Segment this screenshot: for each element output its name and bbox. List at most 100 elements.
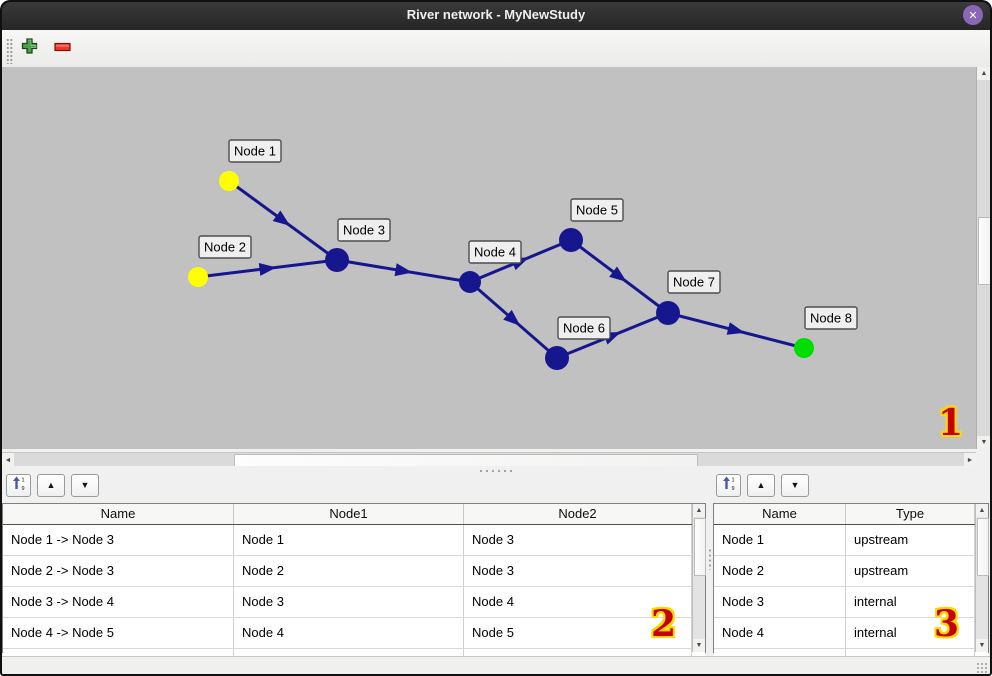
column-header-node2[interactable]: Node2 (464, 504, 692, 524)
column-header-name[interactable]: Name (3, 504, 234, 524)
node-circle[interactable] (545, 346, 569, 370)
table-row[interactable]: Node 4 internal (714, 618, 988, 649)
table-row[interactable]: Node 2 -> Node 3 Node 2 Node 3 (3, 556, 705, 587)
nodes-move-up-button[interactable]: ▲ (747, 474, 775, 497)
links-move-up-button[interactable]: ▲ (37, 474, 65, 497)
table-row[interactable]: Node 3 internal (714, 587, 988, 618)
node-circle[interactable] (794, 338, 814, 358)
cell-node2[interactable]: Node 5 (464, 618, 692, 648)
nodes-sort-button[interactable]: 1 9 (716, 474, 741, 497)
table-scroll-thumb[interactable] (977, 518, 989, 576)
canvas-vertical-scrollbar[interactable]: ▲ ▼ (976, 67, 991, 449)
cell-name[interactable]: Node 4 -> Node 5 (3, 618, 234, 648)
flow-arrow-icon (503, 309, 521, 326)
minus-icon (53, 39, 71, 57)
node-label-box[interactable] (804, 306, 858, 330)
links-table-header: Name Node1 Node2 (3, 504, 705, 525)
cell-node1[interactable]: Node 2 (234, 556, 464, 586)
table-row[interactable]: Node 3 -> Node 4 Node 3 Node 4 (3, 587, 705, 618)
cell-type[interactable]: internal (846, 587, 975, 617)
cell-node1[interactable]: Node 4 (234, 618, 464, 648)
node-label-box[interactable] (198, 235, 252, 259)
node-label-box[interactable] (667, 270, 721, 294)
links-table-scrollbar[interactable]: ▲ ▼ (692, 504, 706, 652)
cell-node2[interactable]: Node 4 (464, 587, 692, 617)
scroll-down-arrow[interactable]: ▼ (693, 639, 705, 652)
table-row[interactable]: Node 1 upstream (714, 525, 988, 556)
horizontal-splitter[interactable] (0, 466, 992, 474)
nodes-table-scrollbar[interactable]: ▲ ▼ (975, 504, 989, 652)
node-circle[interactable] (656, 301, 680, 325)
scroll-right-arrow[interactable]: ► (964, 453, 976, 467)
scroll-up-arrow[interactable]: ▲ (976, 504, 988, 517)
sort-ascending-icon: 1 9 (722, 476, 736, 496)
node-label-box[interactable] (570, 198, 624, 222)
scroll-down-arrow[interactable]: ▼ (976, 639, 988, 652)
cell-node1[interactable]: Node 3 (234, 587, 464, 617)
canvas-horizontal-scrollbar[interactable]: ◄ ► (2, 452, 976, 467)
scroll-left-arrow[interactable]: ◄ (2, 453, 14, 467)
node-circle[interactable] (559, 228, 583, 252)
scroll-up-arrow[interactable]: ▲ (977, 67, 991, 80)
node-circle[interactable] (219, 171, 239, 191)
cell-node1[interactable]: Node 1 (234, 525, 464, 555)
node-label: Node 7 (673, 275, 715, 290)
plus-icon (21, 37, 38, 59)
node-label: Node 1 (234, 144, 276, 159)
node-label: Node 3 (343, 223, 385, 238)
title-bar[interactable]: River network - MyNewStudy ✕ (0, 0, 992, 30)
column-header-name[interactable]: Name (714, 504, 846, 524)
main-toolbar (0, 30, 992, 68)
status-bar (0, 656, 992, 676)
svg-text:1: 1 (731, 477, 734, 483)
svg-text:1: 1 (21, 477, 24, 483)
down-triangle-icon: ▼ (790, 480, 800, 490)
node-label-box[interactable] (337, 218, 391, 242)
table-row[interactable]: Node 2 upstream (714, 556, 988, 587)
resize-grip-icon[interactable] (976, 662, 988, 674)
table-row[interactable]: Node 1 -> Node 3 Node 1 Node 3 (3, 525, 705, 556)
links-sort-button[interactable]: 1 9 (6, 474, 31, 497)
panel-splitter-grip[interactable] (708, 548, 713, 570)
node-label-box[interactable] (468, 240, 522, 264)
node-circle[interactable] (325, 248, 349, 272)
table-row[interactable]: Node 4 -> Node 5 Node 4 Node 5 (3, 618, 705, 649)
cell-node2[interactable]: Node 3 (464, 525, 692, 555)
close-button[interactable]: ✕ (963, 5, 983, 25)
nodes-table: Name Type Node 1 upstream Node 2 upstrea… (713, 503, 989, 658)
links-table: Name Node1 Node2 Node 1 -> Node 3 Node 1… (2, 503, 706, 658)
cell-node2[interactable]: Node 3 (464, 556, 692, 586)
node-label-box[interactable] (557, 316, 611, 340)
svg-text:9: 9 (731, 486, 734, 491)
scroll-down-arrow[interactable]: ▼ (977, 436, 991, 449)
node-label: Node 4 (474, 245, 516, 260)
node-circle[interactable] (459, 271, 481, 293)
cell-name[interactable]: Node 2 -> Node 3 (3, 556, 234, 586)
cell-name[interactable]: Node 3 (714, 587, 846, 617)
table-scroll-thumb[interactable] (694, 518, 706, 576)
remove-node-button[interactable] (50, 36, 74, 60)
up-triangle-icon: ▲ (756, 480, 766, 490)
column-header-node1[interactable]: Node1 (234, 504, 464, 524)
vertical-scroll-thumb[interactable] (978, 217, 991, 285)
node-circle[interactable] (188, 267, 208, 287)
cell-name[interactable]: Node 4 (714, 618, 846, 648)
links-move-down-button[interactable]: ▼ (71, 474, 99, 497)
toolbar-drag-handle[interactable] (6, 38, 13, 64)
cell-name[interactable]: Node 2 (714, 556, 846, 586)
cell-type[interactable]: upstream (846, 525, 975, 555)
splitter-grip[interactable] (478, 469, 516, 473)
node-label: Node 8 (810, 311, 852, 326)
cell-type[interactable]: upstream (846, 556, 975, 586)
cell-name[interactable]: Node 3 -> Node 4 (3, 587, 234, 617)
cell-type[interactable]: internal (846, 618, 975, 648)
column-header-type[interactable]: Type (846, 504, 975, 524)
nodes-move-down-button[interactable]: ▼ (781, 474, 809, 497)
node-label-box[interactable] (228, 139, 282, 163)
scroll-up-arrow[interactable]: ▲ (693, 504, 705, 517)
cell-name[interactable]: Node 1 (714, 525, 846, 555)
cell-name[interactable]: Node 1 -> Node 3 (3, 525, 234, 555)
add-node-button[interactable] (17, 36, 41, 60)
